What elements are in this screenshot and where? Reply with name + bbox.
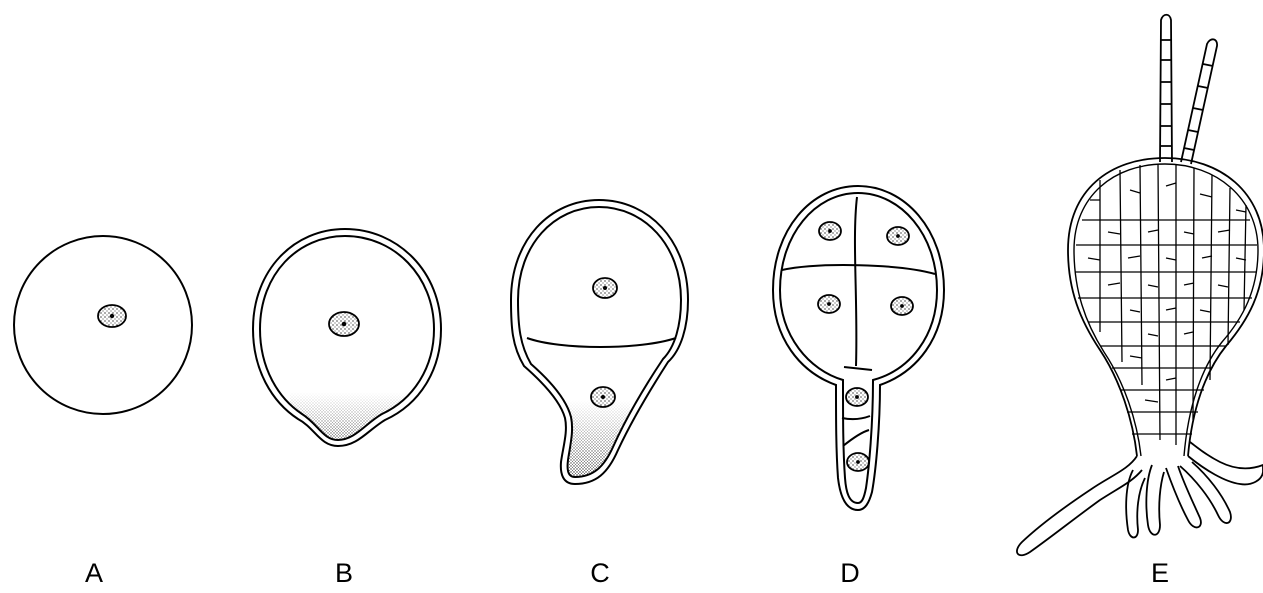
cross-wall	[527, 338, 676, 347]
cell-network	[1075, 164, 1257, 445]
stage-label-d: D	[830, 558, 870, 588]
vertical-wall	[855, 197, 857, 366]
stage-label-e: E	[1140, 558, 1180, 588]
stage-label-a: A	[74, 558, 114, 588]
wall-1	[844, 367, 872, 370]
wall-2	[842, 416, 870, 419]
stippled-cytoplasm	[531, 359, 663, 477]
stage-d-quadrant-stage	[773, 186, 944, 510]
rhizoids	[1017, 442, 1263, 555]
stage-a-spore	[14, 236, 192, 414]
wall-3	[843, 430, 869, 446]
horizontal-wall	[782, 265, 935, 274]
nucleolus	[342, 322, 347, 327]
stage-b-germinating-spore	[253, 229, 441, 446]
stage-label-b: B	[324, 558, 364, 588]
filaments	[1160, 15, 1217, 164]
stage-e-mature-body	[1017, 15, 1263, 556]
stage-label-c: C	[580, 558, 620, 588]
body-outline	[1068, 158, 1263, 456]
nucleolus	[110, 314, 114, 318]
stage-c-two-cell-stage	[511, 200, 688, 484]
